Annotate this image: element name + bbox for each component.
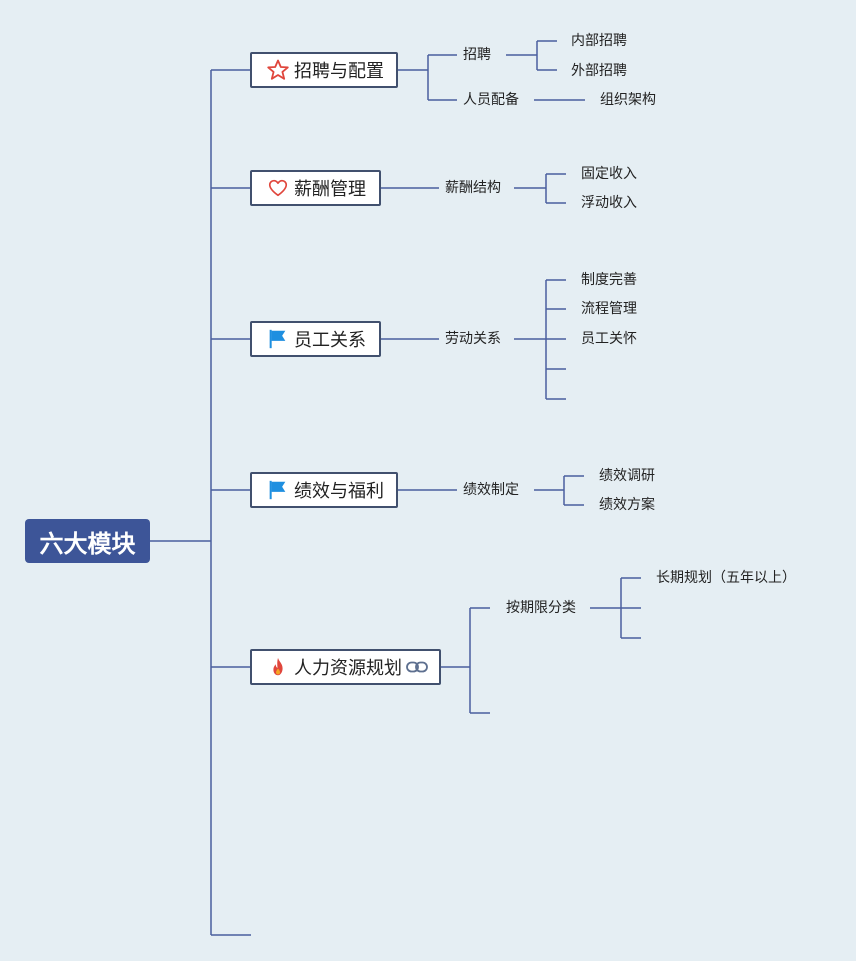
- subtopic-labor-relations[interactable]: 劳动关系: [439, 330, 507, 348]
- root-topic[interactable]: 六大模块: [25, 519, 150, 563]
- leaf-internal-recruiting[interactable]: 内部招聘: [571, 33, 627, 49]
- leaf-performance-plan[interactable]: 绩效方案: [599, 497, 655, 513]
- topic-recruitment[interactable]: 招聘与配置: [250, 52, 398, 88]
- link-icon[interactable]: [406, 659, 428, 675]
- subtopic-recruiting[interactable]: 招聘: [457, 46, 497, 64]
- subtopic-salary-structure[interactable]: 薪酬结构: [439, 179, 507, 197]
- subtopic-performance-setting[interactable]: 绩效制定: [457, 481, 525, 499]
- leaf-external-recruiting[interactable]: 外部招聘: [571, 63, 627, 79]
- topic-salary[interactable]: 薪酬管理: [250, 170, 381, 206]
- topic-hr-planning[interactable]: 人力资源规划: [250, 649, 441, 685]
- flag-icon: [266, 327, 290, 351]
- subtopic-staffing[interactable]: 人员配备: [457, 91, 525, 109]
- leaf-system-improvement[interactable]: 制度完善: [581, 272, 637, 288]
- leaf-variable-income[interactable]: 浮动收入: [581, 195, 637, 211]
- topic-employee-relations[interactable]: 员工关系: [250, 321, 381, 357]
- subtopic-by-term[interactable]: 按期限分类: [500, 599, 582, 617]
- topic-label: 薪酬管理: [294, 179, 366, 200]
- star-icon: [266, 58, 290, 82]
- heart-icon: [266, 176, 290, 200]
- topic-label: 招聘与配置: [294, 61, 384, 82]
- topic-label: 人力资源规划: [294, 658, 402, 679]
- flag-icon: [266, 478, 290, 502]
- leaf-process-management[interactable]: 流程管理: [581, 301, 637, 317]
- leaf-org-structure[interactable]: 组织架构: [600, 92, 656, 108]
- leaf-fixed-income[interactable]: 固定收入: [581, 166, 637, 182]
- fire-icon: [266, 655, 290, 679]
- leaf-long-term-plan[interactable]: 长期规划（五年以上）: [656, 570, 796, 586]
- leaf-performance-research[interactable]: 绩效调研: [599, 468, 655, 484]
- root-label: 六大模块: [39, 529, 136, 558]
- topic-label: 绩效与福利: [294, 481, 384, 502]
- topic-label: 员工关系: [294, 330, 366, 351]
- topic-performance[interactable]: 绩效与福利: [250, 472, 398, 508]
- leaf-employee-care[interactable]: 员工关怀: [581, 331, 637, 347]
